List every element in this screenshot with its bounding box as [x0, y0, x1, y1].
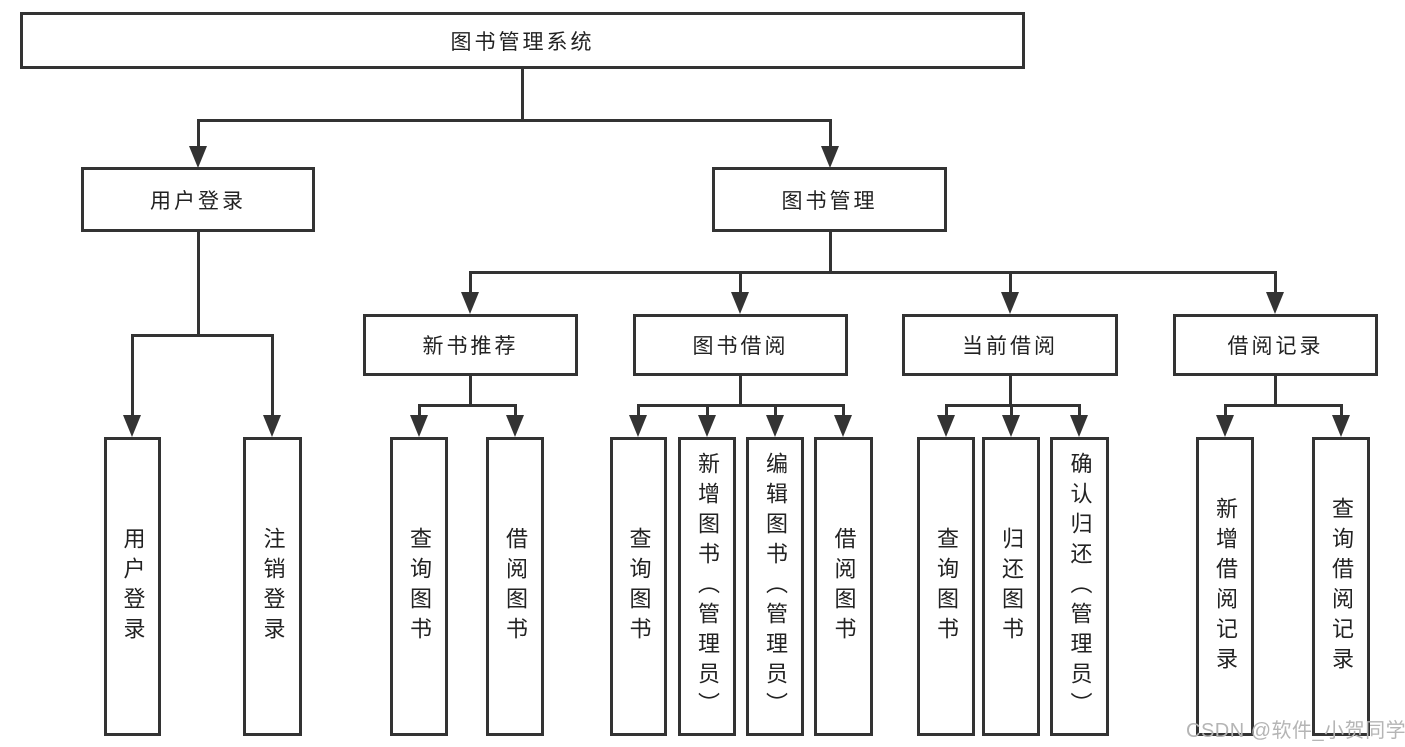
leaf-add-book-admin: 新增图书（管理员）	[678, 437, 736, 736]
edge-line	[197, 119, 831, 122]
arrow-down-icon	[1266, 292, 1284, 314]
arrow-down-icon	[410, 415, 428, 437]
arrow-down-icon	[1070, 415, 1088, 437]
arrow-down-icon	[698, 415, 716, 437]
edge-line	[469, 271, 1277, 274]
edge-line	[637, 404, 640, 416]
arrow-down-icon	[189, 146, 207, 168]
arrow-down-icon	[1216, 415, 1234, 437]
edge-line	[1274, 376, 1277, 407]
arrow-down-icon	[461, 292, 479, 314]
node-new-book-recommend: 新书推荐	[363, 314, 578, 376]
edge-line	[131, 334, 134, 416]
node-user-login: 用户登录	[81, 167, 315, 232]
node-library-system: 图书管理系统	[20, 12, 1025, 69]
arrow-down-icon	[506, 415, 524, 437]
arrow-down-icon	[1332, 415, 1350, 437]
leaf-edit-book-admin: 编辑图书（管理员）	[746, 437, 804, 736]
node-borrow-records: 借阅记录	[1173, 314, 1378, 376]
arrow-down-icon	[821, 146, 839, 168]
leaf-query-books-borrow: 查询图书	[610, 437, 667, 736]
leaf-logout: 注销登录	[243, 437, 302, 736]
edge-line	[469, 271, 472, 295]
edge-line	[469, 376, 472, 407]
edge-line	[945, 404, 1081, 407]
edge-line	[1224, 404, 1227, 416]
arrow-down-icon	[834, 415, 852, 437]
arrow-down-icon	[1002, 415, 1020, 437]
edge-line	[521, 69, 524, 120]
edge-line	[739, 271, 742, 295]
node-book-management: 图书管理	[712, 167, 947, 232]
leaf-user-login: 用户登录	[104, 437, 161, 736]
edge-line	[774, 404, 777, 416]
edge-line	[197, 119, 200, 147]
edge-line	[197, 232, 200, 336]
leaf-borrow-books: 借阅图书	[814, 437, 873, 736]
edge-line	[1009, 271, 1012, 295]
edge-line	[842, 404, 845, 416]
arrow-down-icon	[731, 292, 749, 314]
edge-line	[271, 334, 274, 416]
edge-line	[1078, 404, 1081, 416]
watermark-csdn: CSDN @软件_小贺同学	[1186, 720, 1405, 742]
edge-line	[706, 404, 709, 416]
leaf-return-book: 归还图书	[982, 437, 1040, 736]
edge-line	[1010, 404, 1013, 416]
leaf-query-books-current: 查询图书	[917, 437, 975, 736]
edge-line	[1274, 271, 1277, 295]
node-book-borrow: 图书借阅	[633, 314, 848, 376]
edge-line	[829, 232, 832, 274]
leaf-query-books-recommend: 查询图书	[390, 437, 448, 736]
leaf-borrow-books-recommend: 借阅图书	[486, 437, 544, 736]
edge-line	[131, 334, 274, 337]
edge-line	[739, 376, 742, 407]
arrow-down-icon	[629, 415, 647, 437]
edge-line	[1224, 404, 1343, 407]
leaf-query-borrow-record: 查询借阅记录	[1312, 437, 1370, 736]
edge-line	[945, 404, 948, 416]
edge-line	[418, 404, 421, 416]
edge-line	[1009, 376, 1012, 407]
arrow-down-icon	[1001, 292, 1019, 314]
edge-line	[418, 404, 517, 407]
node-current-borrow: 当前借阅	[902, 314, 1118, 376]
arrow-down-icon	[263, 415, 281, 437]
arrow-down-icon	[937, 415, 955, 437]
edge-line	[829, 119, 832, 147]
arrow-down-icon	[766, 415, 784, 437]
arrow-down-icon	[123, 415, 141, 437]
leaf-add-borrow-record: 新增借阅记录	[1196, 437, 1254, 736]
edge-line	[1340, 404, 1343, 416]
edge-line	[514, 404, 517, 416]
leaf-confirm-return-admin: 确认归还（管理员）	[1050, 437, 1109, 736]
edge-line	[637, 404, 845, 407]
